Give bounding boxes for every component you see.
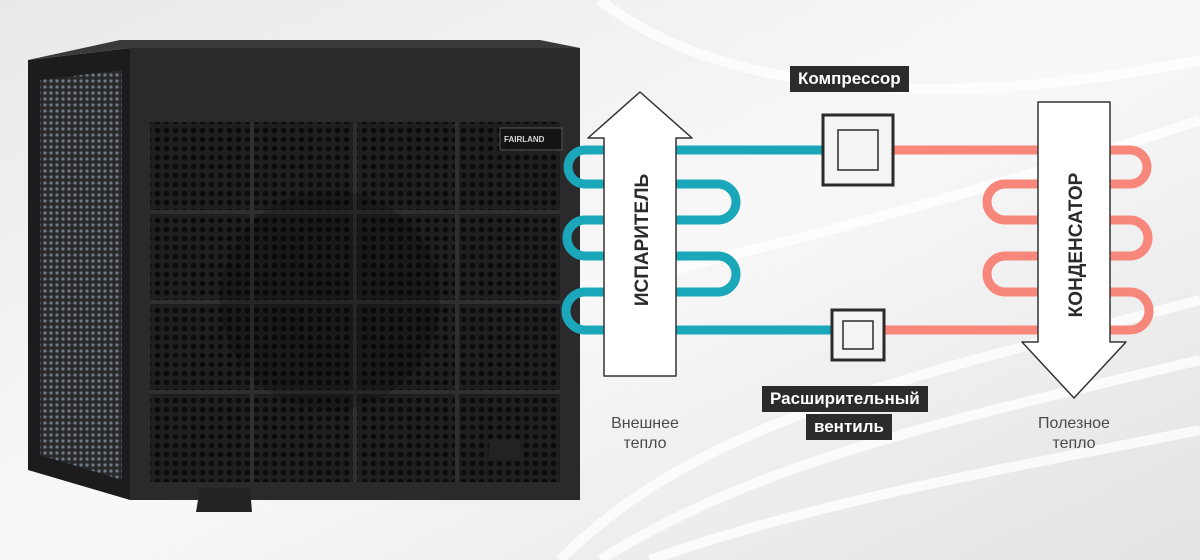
compressor-label: Компрессор bbox=[790, 66, 909, 92]
hot-pipe-circuit bbox=[853, 145, 1154, 335]
evaporator-arrow: ИСПАРИТЕЛЬ bbox=[587, 91, 693, 377]
square-in-square-icon bbox=[821, 113, 895, 187]
condenser-coil bbox=[853, 145, 1154, 335]
arrow-icon bbox=[587, 91, 693, 377]
heat-pump-unit: FAIRLAND bbox=[28, 40, 580, 512]
outside-heat-line2: тепло bbox=[623, 435, 667, 452]
square-in-square-icon bbox=[830, 308, 886, 362]
expansion-valve bbox=[830, 308, 886, 362]
valve-label-line2: вентиль bbox=[806, 414, 892, 440]
outside-heat-line1: Внешнее bbox=[611, 415, 679, 432]
condenser-arrow: КОНДЕНСАТОР bbox=[1021, 101, 1127, 399]
unit-side-grille bbox=[40, 70, 122, 480]
useful-heat-caption: Полезное тепло bbox=[1004, 414, 1144, 454]
compressor bbox=[821, 113, 895, 187]
outside-heat-caption: Внешнее тепло bbox=[575, 414, 715, 454]
condenser-label: КОНДЕНСАТОР bbox=[1066, 172, 1087, 317]
evaporator-coil bbox=[561, 145, 863, 335]
compressor-inner-square bbox=[837, 129, 879, 171]
unit-foot-right bbox=[488, 440, 522, 460]
unit-foot-left bbox=[196, 488, 252, 512]
evaporator-label: ИСПАРИТЕЛЬ bbox=[632, 174, 653, 306]
useful-heat-line2: тепло bbox=[1052, 435, 1096, 452]
unit-top bbox=[28, 40, 580, 60]
fan-shadow bbox=[220, 190, 440, 410]
grille-dividers bbox=[150, 122, 560, 482]
cold-pipe-circuit bbox=[561, 145, 863, 335]
brand-logo: FAIRLAND bbox=[504, 135, 545, 144]
valve-label-line1: Расширительный bbox=[762, 386, 928, 412]
arrow-icon bbox=[1021, 101, 1127, 399]
valve-inner-square bbox=[842, 320, 874, 350]
brand-plate bbox=[499, 127, 563, 151]
useful-heat-line1: Полезное bbox=[1038, 415, 1110, 432]
